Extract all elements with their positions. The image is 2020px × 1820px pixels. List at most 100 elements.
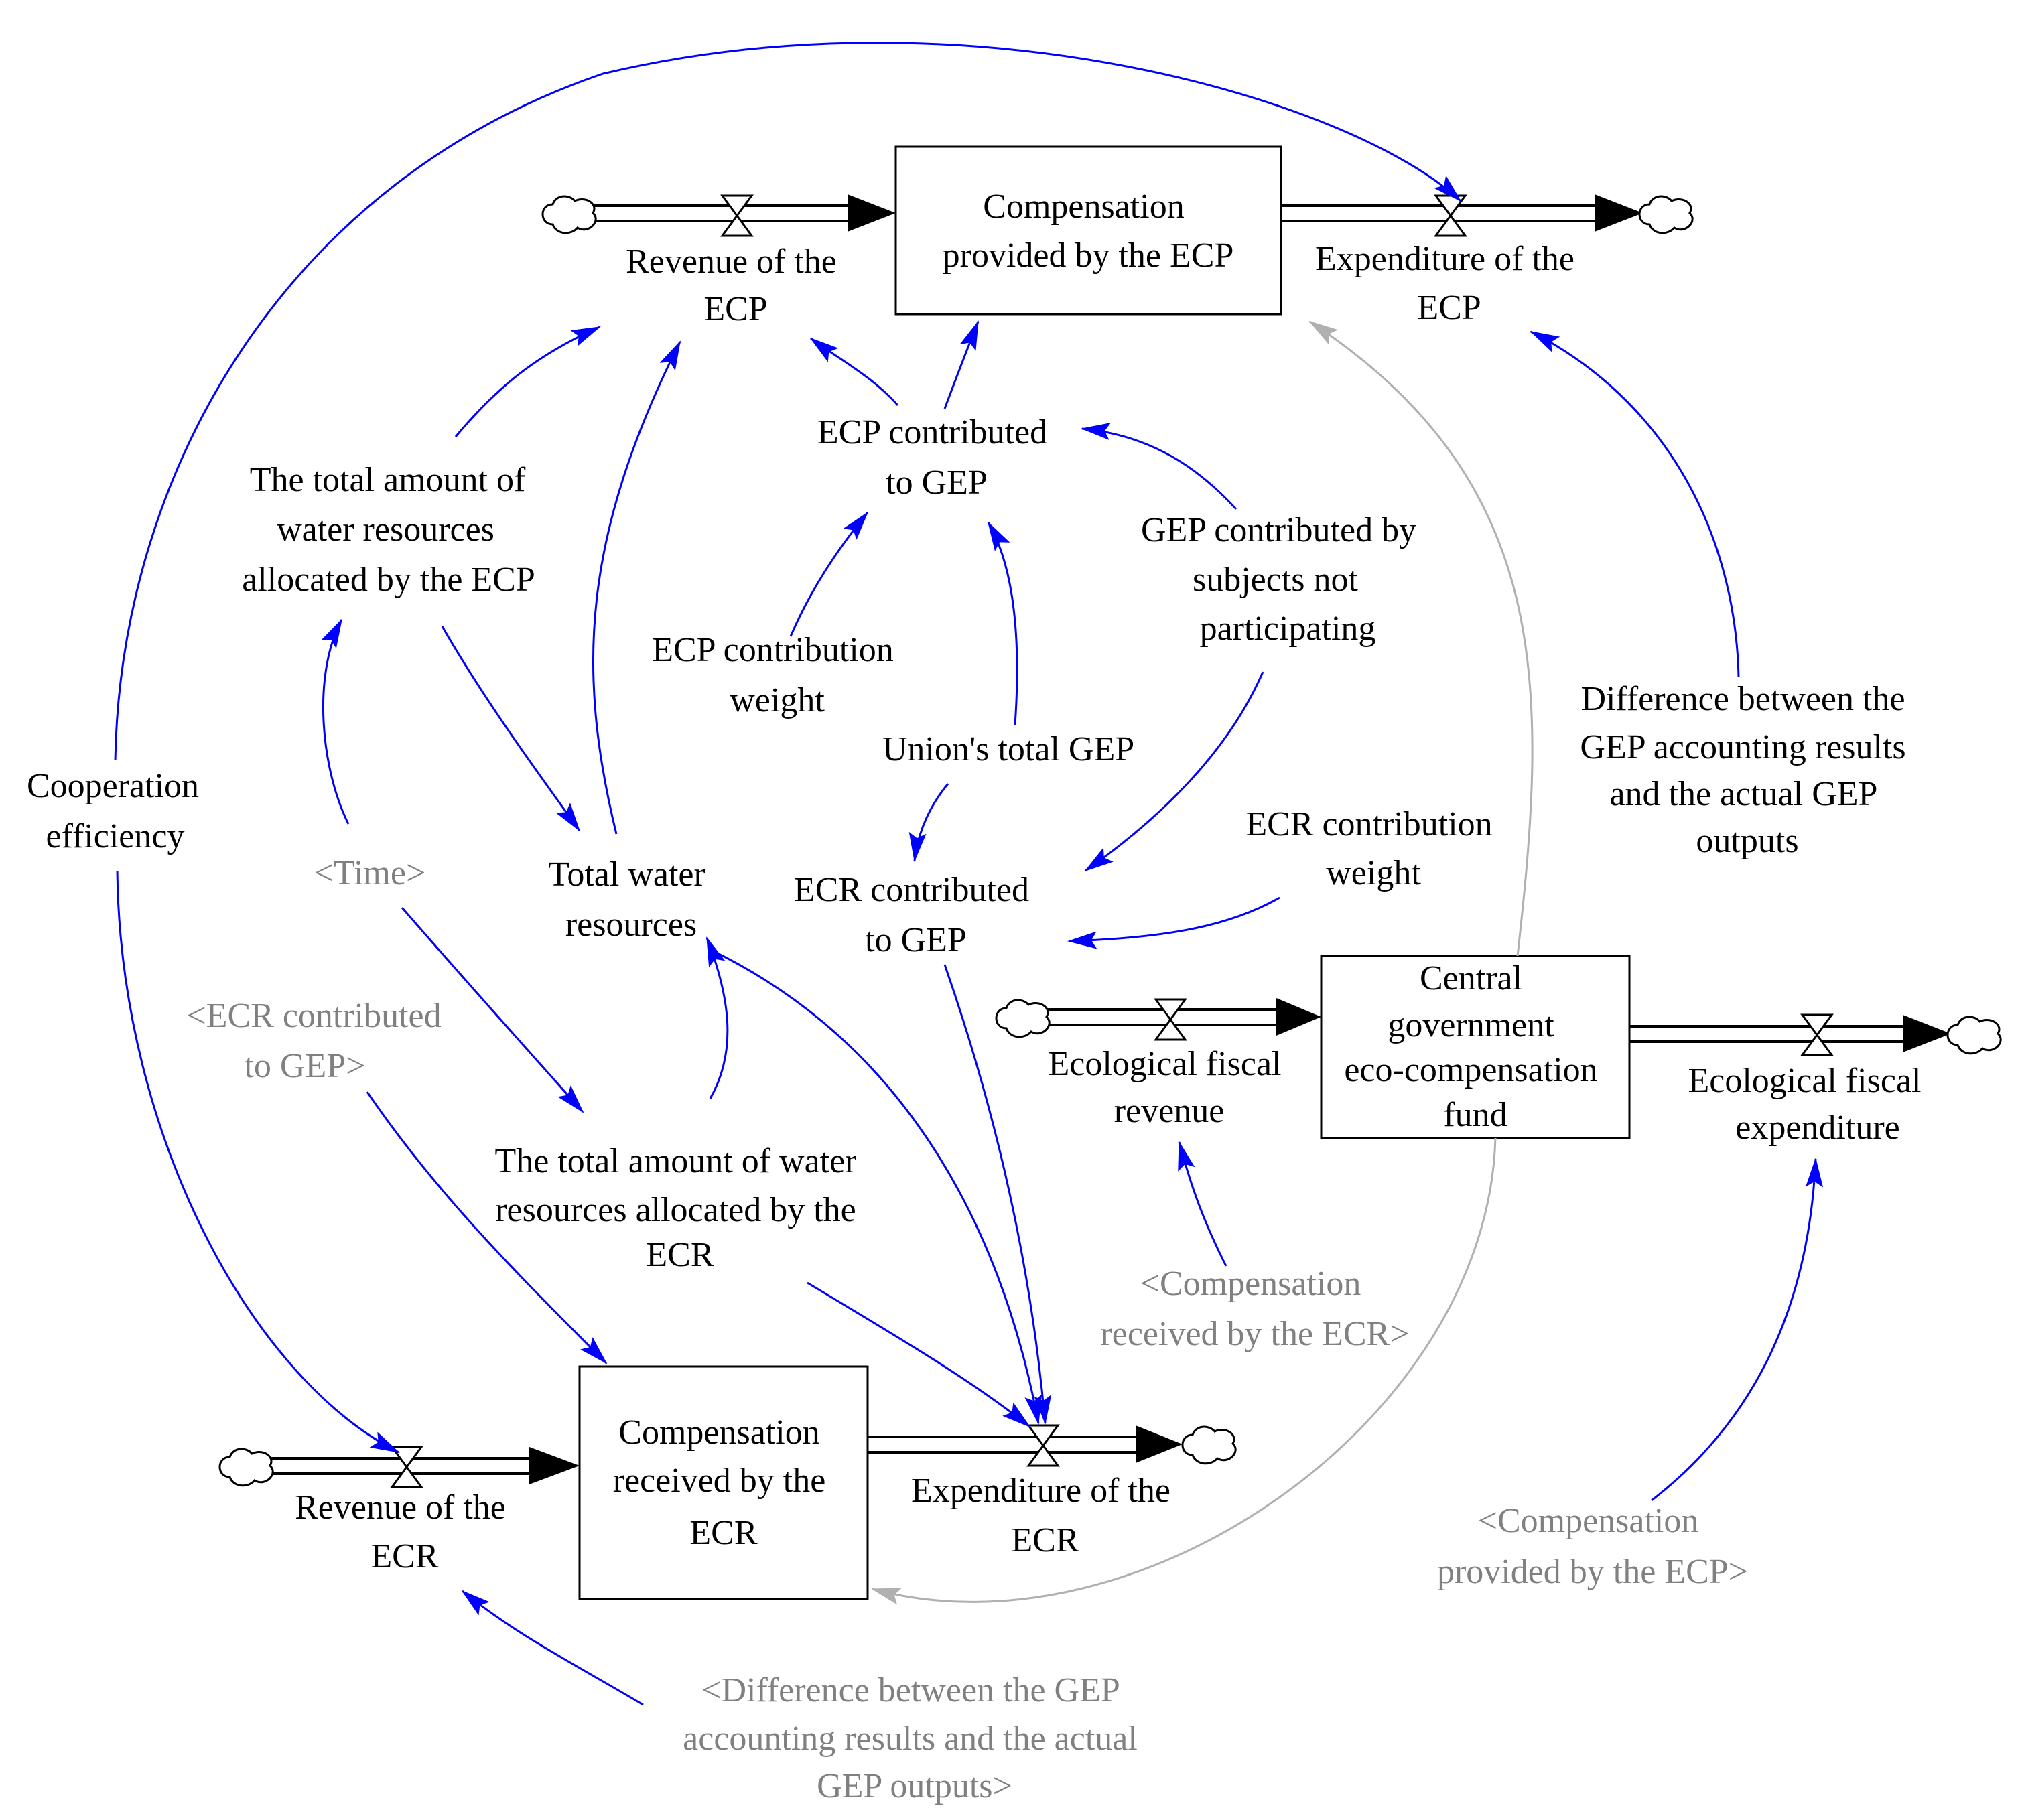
flow-revenue-ecr[interactable]: Revenue of the ECR [295,1488,515,1576]
stock-compensation-provided-ecp[interactable]: Compensation provided by the ECP [894,145,1282,316]
variable-label-line: participating [1200,610,1376,648]
link-compensation-received-shadow-to-fiscal-revenue [1178,1141,1227,1267]
flow-expenditure-ecp[interactable]: Expenditure of the ECP [1315,240,1583,327]
link-ecr-weight-to-ecr-contributed [1067,896,1280,949]
stock-compensation-received-ecr[interactable]: Compensation received by the ECR [578,1365,869,1600]
variable-label-line: and the actual GEP [1609,775,1876,813]
valve-icon [720,194,754,237]
stock-label-line: Compensation [618,1413,819,1452]
link-fund-to-compensation-provided [1308,320,1534,957]
cloud-icon [1946,1016,2002,1055]
variable-label-line: weight [1326,854,1421,892]
var-ecr-contribution-weight[interactable]: ECR contribution weight [1245,805,1501,892]
causal-links [114,42,1824,1706]
variable-label-line: ECP contributed [817,413,1047,451]
shadow-label-line: <ECR contributed [186,997,441,1035]
variable-label-line: Union's total GEP [882,730,1134,768]
link-time-to-total-water-ecr [401,907,584,1113]
cloud-icon [995,999,1051,1038]
flow-pipes [268,204,1903,1475]
stock-label-line: received by the [613,1462,826,1500]
variable-label-line: weight [730,681,825,719]
svg-text:Compensation received by: Compensation received by the ECR [613,1413,835,1552]
cloud-icon [541,195,597,234]
stock-label-line: Compensation [983,188,1184,226]
stock-central-fund[interactable]: Central government eco-compensation fund [1320,955,1631,1139]
flow-ecological-fiscal-expenditure[interactable]: Ecological fiscal expenditure [1688,1062,1930,1147]
shadow-compensation-received-ecr[interactable]: <Compensation received by the ECR> [1100,1265,1409,1353]
shadow-label-line: received by the ECR> [1100,1315,1409,1353]
variable-label-line: efficiency [46,817,185,855]
variable-label-line: subjects not [1193,561,1359,599]
shadow-ecr-contributed-to-gep[interactable]: <ECR contributed to GEP> [186,997,450,1085]
shadow-label-line: to GEP> [244,1047,365,1085]
shadow-label-line: <Compensation [1478,1502,1699,1540]
shadow-compensation-provided-ecp[interactable]: <Compensation provided by the ECP> [1437,1502,1748,1591]
flow-label-line: ECP [703,290,767,328]
flow-arrowheads [529,194,1951,1484]
variable-label-line: Total water [548,855,705,894]
flow-revenue-ecp[interactable]: Revenue of the ECP [626,242,846,328]
variable-label-line: ECR [646,1236,714,1274]
stock-label-line: government [1388,1006,1554,1044]
variable-label-line: GEP accounting results [1580,728,1905,766]
flow-label-line: revenue [1114,1092,1225,1130]
var-gep-difference[interactable]: Difference between the GEP accounting re… [1580,680,1914,860]
var-total-water-resources[interactable]: Total water resources [548,855,714,944]
flow-label-line: ECR [371,1537,438,1576]
flow-label-line: Ecological fiscal [1688,1062,1922,1100]
variable-label-line: ECR contribution [1245,805,1492,843]
cloud-icon [1638,195,1694,234]
var-ecp-contribution-weight[interactable]: ECP contribution weight [652,631,902,719]
variable-label-line: The total amount of [250,461,526,499]
variable-label-line: allocated by the ECP [242,561,535,599]
valve-icon [1154,998,1187,1041]
link-cooperation-to-revenue-ecr [116,870,400,1454]
link-ecp-contributed-to-revenue-ecp [809,337,899,406]
flow-label-line: Revenue of the [626,242,837,281]
var-gep-not-participating[interactable]: GEP contributed by subjects not particip… [1141,511,1425,648]
link-ecr-contributed-shadow-to-compensation-received [366,1091,608,1364]
var-union-total-gep[interactable]: Union's total GEP [882,730,1134,768]
valve-icon [1800,1013,1834,1056]
variable-label-line: Difference between the [1580,680,1905,718]
stock-label-line: ECR [689,1514,757,1552]
variable-label-line: resources allocated by the [495,1191,856,1229]
variable-label-line: to GEP [886,464,988,502]
link-gep-not-participating-to-ecp-contributed [1081,423,1237,510]
flow-ecological-fiscal-revenue[interactable]: Ecological fiscal revenue [1049,1045,1290,1130]
link-compensation-provided-shadow-to-fiscal-expenditure [1651,1158,1824,1502]
variable-label-line: GEP contributed by [1141,511,1416,549]
stock-label-line: fund [1443,1096,1507,1134]
flow-label-line: Ecological fiscal [1049,1045,1282,1083]
link-weight-to-ecp-contributed [789,511,869,637]
var-total-water-ecr[interactable]: The total amount of water resources allo… [494,1142,865,1274]
var-total-water-ecp[interactable]: The total amount of water resources allo… [242,461,535,599]
variable-label-line: The total amount of water [494,1142,856,1180]
var-ecr-contributed-to-gep[interactable]: ECR contributed to GEP [794,871,1038,959]
flow-expenditure-ecr[interactable]: Expenditure of the ECR [911,1472,1179,1559]
variable-label-line: Cooperation [27,767,199,805]
link-total-water-ecp-to-revenue-ecp [454,326,601,437]
flow-label-line: expenditure [1735,1109,1899,1147]
link-total-water-ecp-to-total-water [441,626,581,832]
shadow-time[interactable]: <Time> [314,854,426,892]
shadow-label-line: GEP outputs> [817,1767,1012,1805]
variable-label-line: ECP contribution [652,631,894,669]
svg-text:Central government: Central government eco-compensation fund [1344,959,1606,1134]
cloud-icon [1181,1425,1237,1465]
var-ecp-contributed-to-gep[interactable]: ECP contributed to GEP [817,413,1056,502]
valve-icon [1026,1424,1060,1467]
var-cooperation-efficiency[interactable]: Cooperation efficiency [27,767,208,855]
shadow-label-line: <Time> [314,854,426,892]
link-gep-difference-shadow-to-revenue-ecr [461,1590,644,1706]
shadow-links [871,320,1534,1605]
stock-label-line: provided by the ECP [943,236,1234,275]
link-time-to-total-water-ecp [320,618,350,825]
link-gep-not-participating-to-ecr-contributed [1084,671,1264,872]
cloud-icon [218,1448,274,1487]
shadow-gep-difference[interactable]: <Difference between the GEP accounting r… [683,1671,1146,1805]
variable-label-line: water resources [277,510,494,549]
link-total-water-ecr-to-total-water [705,936,729,1099]
